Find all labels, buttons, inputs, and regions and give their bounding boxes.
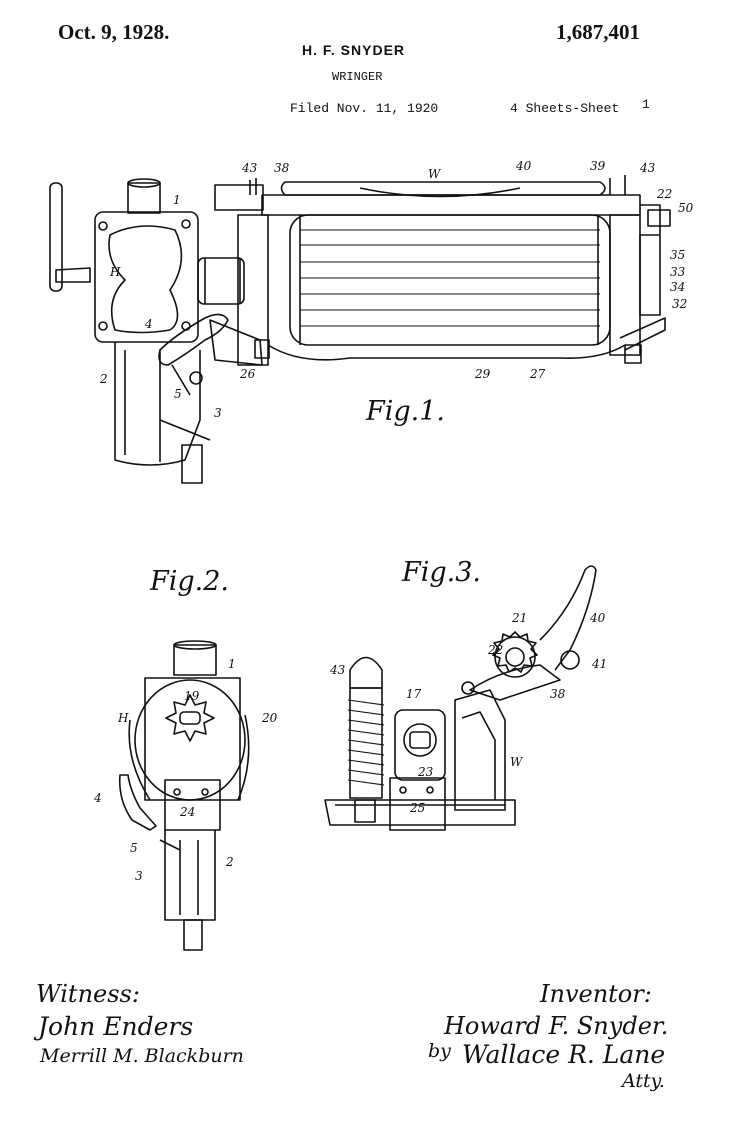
fig2-caption: Fig.2. <box>150 566 229 597</box>
lever <box>159 314 228 365</box>
ref2-h: H <box>117 711 129 725</box>
witness-heading: Witness: <box>36 980 140 1008</box>
ref3-17: 17 <box>406 687 422 701</box>
attorney-signature: Wallace R. Lane <box>462 1040 665 1069</box>
roller-upper <box>290 215 610 345</box>
ref-5: 5 <box>174 387 182 401</box>
ref-40: 40 <box>515 159 532 173</box>
ref3-w: W <box>510 755 524 769</box>
ref3-25: 25 <box>409 801 425 815</box>
ref3-41: 41 <box>591 657 607 671</box>
ref-3: 3 <box>214 406 222 420</box>
ref3-22: 22 <box>487 643 503 657</box>
ref3-23: 23 <box>417 765 434 779</box>
attorney-suffix: Atty. <box>622 1070 665 1092</box>
ref-h: H <box>109 265 121 279</box>
inventor-heading: Inventor: <box>540 980 652 1008</box>
ref2-2: 2 <box>225 855 234 869</box>
ref3-38: 38 <box>550 687 566 701</box>
ref-34: 34 <box>670 280 685 294</box>
fig2-drawing <box>120 641 249 950</box>
ref-27: 27 <box>529 367 546 381</box>
ref-33: 33 <box>670 265 686 279</box>
ref-4: 4 <box>144 317 153 331</box>
ref2-24: 24 <box>179 805 195 819</box>
fig2-stem-end <box>184 920 202 950</box>
witness-signature-2: Merrill M. Blackburn <box>40 1045 244 1067</box>
ref-1: 1 <box>173 193 181 207</box>
fig3-frame-w <box>455 690 505 810</box>
fig2-reference-numerals: 1 H 19 20 4 24 5 3 2 <box>93 657 278 883</box>
roller-lower <box>268 345 625 360</box>
top-bar <box>262 195 640 215</box>
fig1-caption: Fig.1. <box>366 396 445 427</box>
ref2-1: 1 <box>228 657 236 671</box>
ref3-43: 43 <box>329 663 346 677</box>
ref-w: W <box>428 167 442 181</box>
ref-43-left: 43 <box>241 161 258 175</box>
ref2-20: 20 <box>261 711 278 725</box>
ref-38: 38 <box>274 161 290 175</box>
fig3-caption: Fig.3. <box>402 557 481 588</box>
fig3-lever <box>540 566 596 670</box>
fig1-reference-numerals: 1 H 2 3 4 5 26 43 38 W 40 39 43 22 50 35… <box>99 159 694 420</box>
ref-29: 29 <box>474 367 491 381</box>
ref-39: 39 <box>590 159 606 173</box>
inventor-signature: Howard F. Snyder. <box>444 1012 668 1040</box>
ref-32: 32 <box>672 297 687 311</box>
ref3-40: 40 <box>589 611 606 625</box>
ref2-19: 19 <box>184 689 200 703</box>
ref-2: 2 <box>99 372 108 386</box>
ref-43-right: 43 <box>639 161 656 175</box>
ref-22: 22 <box>656 187 672 201</box>
ref2-5: 5 <box>130 841 138 855</box>
ref2-3: 3 <box>135 869 143 883</box>
ref3-21: 21 <box>511 611 527 625</box>
witness-signature-1: John Enders <box>38 1012 193 1041</box>
ref2-4: 4 <box>93 791 102 805</box>
ref-50: 50 <box>678 201 694 215</box>
ref-35: 35 <box>670 248 685 262</box>
stem-end <box>182 445 202 483</box>
by-label: by <box>428 1040 451 1062</box>
fig1-drawing <box>50 175 670 483</box>
ref-26: 26 <box>239 367 256 381</box>
